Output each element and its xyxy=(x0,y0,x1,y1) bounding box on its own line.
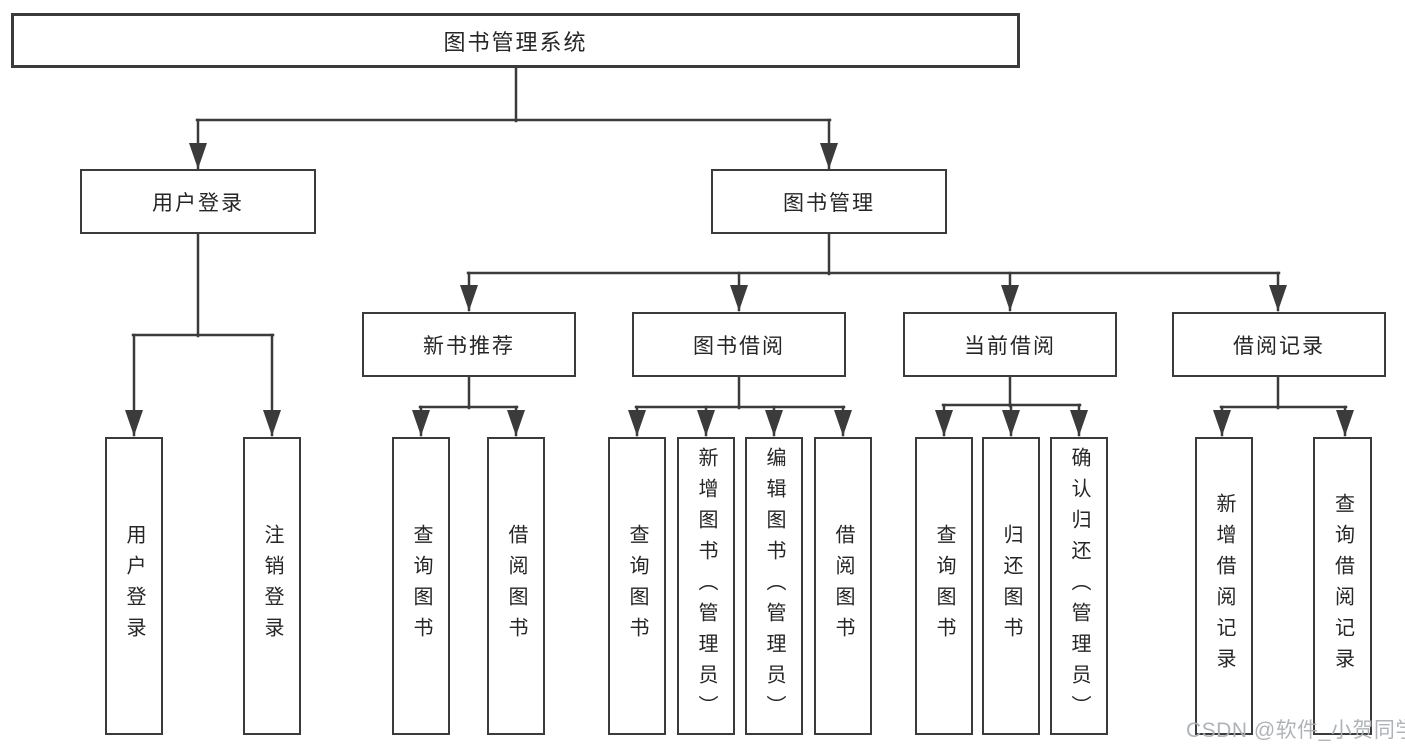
leaf-logout: 注销登录 xyxy=(243,437,301,735)
leaf-borrow-books-borrowing: 借阅图书 xyxy=(814,437,872,735)
node-new-book-recommend: 新书推荐 xyxy=(362,312,576,377)
node-library-management-system: 图书管理系统 xyxy=(11,13,1020,68)
leaf-return-books: 归还图书 xyxy=(982,437,1040,735)
leaf-query-borrow-record: 查询借阅记录 xyxy=(1313,437,1372,735)
node-current-borrowing: 当前借阅 xyxy=(903,312,1117,377)
leaf-user-login: 用户登录 xyxy=(105,437,163,735)
leaf-query-books-recommend: 查询图书 xyxy=(392,437,450,735)
leaf-add-borrow-record: 新增借阅记录 xyxy=(1195,437,1253,735)
leaf-edit-books-admin: 编辑图书（管理员） xyxy=(745,437,803,735)
leaf-confirm-return-admin: 确认归还（管理员） xyxy=(1050,437,1108,735)
csdn-watermark: CSDN @软件_小贺同学 xyxy=(1186,719,1405,742)
leaf-query-books-current: 查询图书 xyxy=(915,437,973,735)
leaf-add-books-admin: 新增图书（管理员） xyxy=(677,437,735,735)
node-borrowing-records: 借阅记录 xyxy=(1172,312,1386,377)
leaf-borrow-books-recommend: 借阅图书 xyxy=(487,437,545,735)
node-user-login: 用户登录 xyxy=(80,169,316,234)
leaf-query-books-borrowing: 查询图书 xyxy=(608,437,666,735)
node-book-borrowing: 图书借阅 xyxy=(632,312,846,377)
node-book-management: 图书管理 xyxy=(711,169,947,234)
